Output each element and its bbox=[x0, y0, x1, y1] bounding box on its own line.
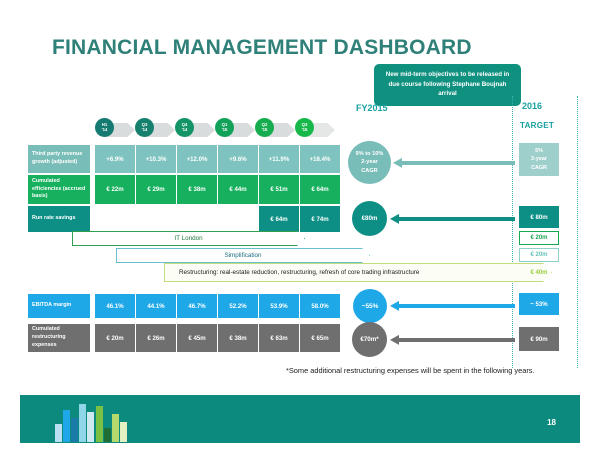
page-title: FINANCIAL MANAGEMENT DASHBOARD bbox=[52, 36, 472, 59]
circle-line-1: 9% to 10% bbox=[355, 150, 384, 157]
quarter-year: '14 bbox=[141, 126, 148, 132]
column-header-fy2015: FY2015 bbox=[356, 103, 388, 113]
quarter-period: Q1 bbox=[221, 121, 228, 127]
summary-circle-ebitda-margin: ~55% bbox=[353, 289, 387, 323]
cell-ebitda-margin: 58.0% bbox=[300, 294, 340, 318]
cell-cumulated-efficiencies: € 44m bbox=[218, 175, 258, 204]
cell-cumulated-efficiencies: € 64m bbox=[300, 175, 340, 204]
cell-restructuring-expenses: € 63m bbox=[259, 324, 299, 352]
quarter-badge: Q4 '14 bbox=[175, 118, 194, 137]
row-label-restructuring-expenses: Cumulated restructuring expenses bbox=[28, 324, 90, 352]
connector-arrow-restructuring-expenses bbox=[390, 334, 515, 345]
quarter-item: Q3 '15 bbox=[295, 118, 335, 142]
quarter-item: H1 '14 bbox=[95, 118, 135, 142]
cell-restructuring-expenses: € 38m bbox=[218, 324, 258, 352]
column-header-year: 2016 bbox=[522, 101, 543, 111]
connector-arrow-run-rate-savings bbox=[390, 213, 515, 224]
cell-ebitda-margin: 44.1% bbox=[136, 294, 176, 318]
cell-run-rate-savings: € 64m bbox=[259, 206, 299, 232]
cell-revenue-growth: +9.6% bbox=[218, 145, 258, 173]
column-header-target: TARGET bbox=[520, 121, 555, 130]
target-box-restructuring: € 40m bbox=[530, 269, 548, 276]
initiative-chevron-simplification: Simplification bbox=[116, 248, 370, 263]
cell-revenue-growth: +6.9% bbox=[95, 145, 135, 173]
quarter-period: Q2 bbox=[261, 121, 268, 127]
connector-arrow-revenue-growth bbox=[393, 157, 515, 168]
initiative-chevron-restructuring: Restructuring: real-estate reduction, re… bbox=[164, 263, 552, 282]
target-box-ebitda-margin: ~ 53% bbox=[519, 293, 559, 315]
quarter-badge: Q3 '14 bbox=[135, 118, 154, 137]
quarter-period: Q3 bbox=[301, 121, 308, 127]
quarter-item: Q3 '14 bbox=[135, 118, 175, 142]
quarter-period: Q4 bbox=[181, 121, 188, 127]
cell-restructuring-expenses: € 45m bbox=[177, 324, 217, 352]
cell-run-rate-savings: € 74m bbox=[300, 206, 340, 232]
quarter-period: H1 bbox=[101, 121, 108, 127]
cell-ebitda-margin: 46.7% bbox=[177, 294, 217, 318]
initiative-chevron-it-london: IT London bbox=[72, 231, 305, 246]
cell-restructuring-expenses: € 65m bbox=[300, 324, 340, 352]
quarter-item: Q2 '15 bbox=[255, 118, 295, 142]
connector-arrow-ebitda-margin bbox=[390, 300, 515, 311]
footnote: *Some additional restructuring expenses … bbox=[286, 366, 535, 375]
cell-revenue-growth: +12.0% bbox=[177, 145, 217, 173]
cell-cumulated-efficiencies: € 38m bbox=[177, 175, 217, 204]
initiative-label: IT London bbox=[174, 235, 203, 242]
cell-cumulated-efficiencies: € 22m bbox=[95, 175, 135, 204]
target-box-run-rate-savings: € 80m bbox=[519, 206, 559, 228]
cell-ebitda-margin: 46.1% bbox=[95, 294, 135, 318]
initiative-label: Restructuring: real-estate reduction, re… bbox=[179, 269, 420, 276]
cell-revenue-growth: +10.3% bbox=[136, 145, 176, 173]
circle-line-3: CAGR bbox=[361, 167, 378, 174]
target-box-it-london: € 20m bbox=[519, 231, 559, 245]
target-box-revenue-growth: 5% 3-year CAGR bbox=[519, 143, 559, 176]
quarter-badge: Q1 '15 bbox=[215, 118, 234, 137]
quarter-badge: H1 '14 bbox=[95, 118, 114, 137]
quarter-year: '15 bbox=[221, 126, 228, 132]
row-label-run-rate-savings: Run rate savings bbox=[28, 206, 90, 232]
row-label-ebitda-margin: EBITDA margin bbox=[28, 294, 90, 318]
cell-ebitda-margin: 53.9% bbox=[259, 294, 299, 318]
target-line-2: 3-year bbox=[531, 156, 547, 163]
divider-right bbox=[577, 96, 578, 368]
initiative-label: Simplification bbox=[224, 252, 262, 259]
target-box-restructuring-expenses: € 90m bbox=[519, 327, 559, 351]
row-label-cumulated-efficiencies: Cumulated efficiencies (accrued basis) bbox=[28, 175, 90, 204]
cell-ebitda-margin: 52.2% bbox=[218, 294, 258, 318]
quarter-item: Q4 '14 bbox=[175, 118, 215, 142]
quarter-period: Q3 bbox=[141, 121, 148, 127]
cell-revenue-growth: +18.4% bbox=[300, 145, 340, 173]
quarter-badge: Q2 '15 bbox=[255, 118, 274, 137]
target-line-3: CAGR bbox=[531, 164, 547, 171]
page-number: 18 bbox=[547, 418, 556, 427]
divider-left bbox=[512, 96, 513, 368]
quarter-year: '15 bbox=[301, 126, 308, 132]
summary-circle-revenue-growth: 9% to 10% 2-year CAGR bbox=[348, 141, 391, 184]
quarter-year: '14 bbox=[101, 126, 108, 132]
summary-circle-run-rate-savings: €80m bbox=[352, 201, 387, 236]
company-logo bbox=[55, 400, 127, 442]
circle-line-2: 2-year bbox=[361, 159, 378, 166]
quarter-badge: Q3 '15 bbox=[295, 118, 314, 137]
row-label-revenue-growth: Third party revenue growth (adjusted) bbox=[28, 145, 90, 173]
target-line-1: 5% bbox=[535, 148, 543, 155]
summary-circle-restructuring-expenses: €70m* bbox=[352, 322, 387, 357]
cell-cumulated-efficiencies: € 29m bbox=[136, 175, 176, 204]
quarter-year: '15 bbox=[261, 126, 268, 132]
target-box-simplification: € 20m bbox=[519, 248, 559, 262]
callout-box: New mid-term objectives to be released i… bbox=[374, 64, 521, 106]
cell-revenue-growth: +11.9% bbox=[259, 145, 299, 173]
quarter-item: Q1 '15 bbox=[215, 118, 255, 142]
cell-cumulated-efficiencies: € 51m bbox=[259, 175, 299, 204]
quarter-year: '14 bbox=[181, 126, 188, 132]
cell-restructuring-expenses: € 26m bbox=[136, 324, 176, 352]
cell-restructuring-expenses: € 20m bbox=[95, 324, 135, 352]
